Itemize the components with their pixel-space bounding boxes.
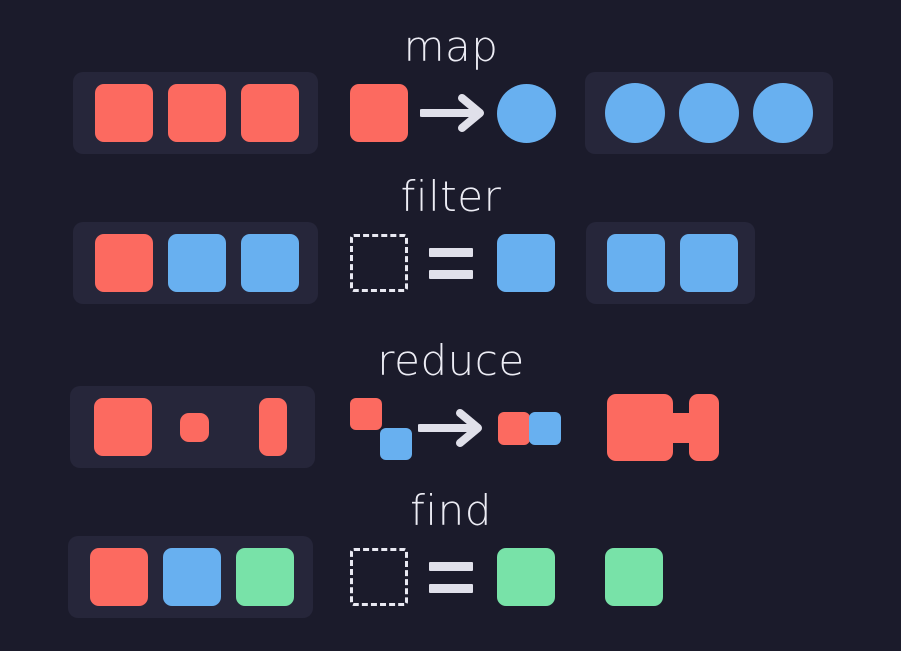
row-label-map: map — [403, 22, 499, 71]
find-predicate-match — [497, 548, 555, 606]
map-input-tray — [73, 72, 318, 154]
filter-input-item-2 — [168, 234, 226, 292]
reduce-combined-pair — [498, 412, 562, 445]
filter-output-tray — [586, 222, 755, 304]
row-label-reduce: reduce — [377, 336, 525, 385]
arrow-right-icon-reduce — [418, 409, 486, 447]
reduce-output-part-tall — [689, 394, 719, 461]
map-output-item-1 — [605, 83, 665, 143]
find-input-item-1 — [90, 548, 148, 606]
row-label-find: find — [410, 486, 492, 535]
equals-icon-find — [429, 562, 473, 593]
reduce-combined-a — [498, 412, 530, 445]
map-input-item-1 — [95, 84, 153, 142]
map-operation-result — [497, 84, 556, 143]
find-input-item-2 — [163, 548, 221, 606]
find-input-tray — [68, 536, 313, 618]
map-input-item-2 — [168, 84, 226, 142]
reduce-input-tray — [70, 386, 315, 468]
reduce-output-part-large — [607, 394, 673, 461]
map-output-item-3 — [753, 83, 813, 143]
reduce-input-item-3 — [259, 398, 287, 456]
equals-icon-filter — [429, 248, 473, 279]
filter-output-item-1 — [607, 234, 665, 292]
filter-predicate-placeholder — [350, 234, 408, 292]
filter-output-item-2 — [680, 234, 738, 292]
filter-input-item-3 — [241, 234, 299, 292]
map-operation-source — [350, 84, 408, 142]
row-label-filter: filter — [400, 172, 502, 221]
find-output-item-1 — [605, 548, 663, 606]
map-output-tray — [585, 72, 833, 154]
find-predicate-placeholder — [350, 548, 408, 606]
filter-input-tray — [73, 222, 318, 304]
reduce-combined-b — [529, 412, 561, 445]
reduce-input-item-2 — [180, 413, 209, 442]
reduce-output-merged — [607, 394, 719, 462]
filter-input-item-1 — [95, 234, 153, 292]
reduce-accumulator-a — [350, 398, 382, 430]
arrow-right-icon — [420, 94, 488, 132]
reduce-input-item-1 — [94, 398, 152, 456]
map-input-item-3 — [241, 84, 299, 142]
reduce-accumulator-b — [380, 428, 412, 460]
reduce-accumulator-pair — [350, 398, 412, 460]
filter-predicate-match — [497, 234, 555, 292]
map-output-item-2 — [679, 83, 739, 143]
find-input-item-3 — [236, 548, 294, 606]
